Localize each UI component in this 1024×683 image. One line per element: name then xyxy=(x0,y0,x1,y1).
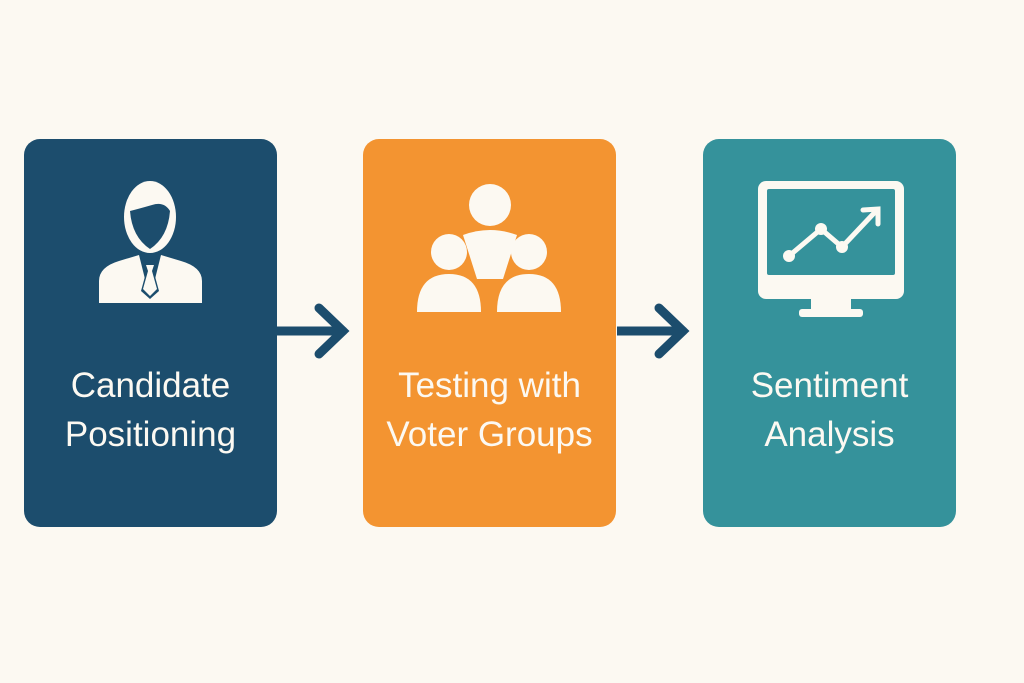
step-label-line1: Testing with xyxy=(398,366,581,405)
step-label-line1: Sentiment xyxy=(750,366,909,405)
group-icon xyxy=(417,184,561,312)
step-label-line1: Candidate xyxy=(70,366,231,405)
step-label-line2: Analysis xyxy=(764,415,895,454)
monitor-chart-icon xyxy=(758,181,904,317)
step-candidate-positioning: Candidate Positioning xyxy=(24,139,277,527)
arrow-right-icon xyxy=(617,303,690,359)
step-label-line2: Positioning xyxy=(64,415,237,454)
step-testing-voter-groups: Testing with Voter Groups xyxy=(363,139,616,527)
step-sentiment-analysis: Sentiment Analysis xyxy=(703,139,956,527)
person-with-tie-icon xyxy=(99,181,202,303)
step-label-line2: Voter Groups xyxy=(386,415,593,454)
arrow-right-icon xyxy=(277,303,350,359)
